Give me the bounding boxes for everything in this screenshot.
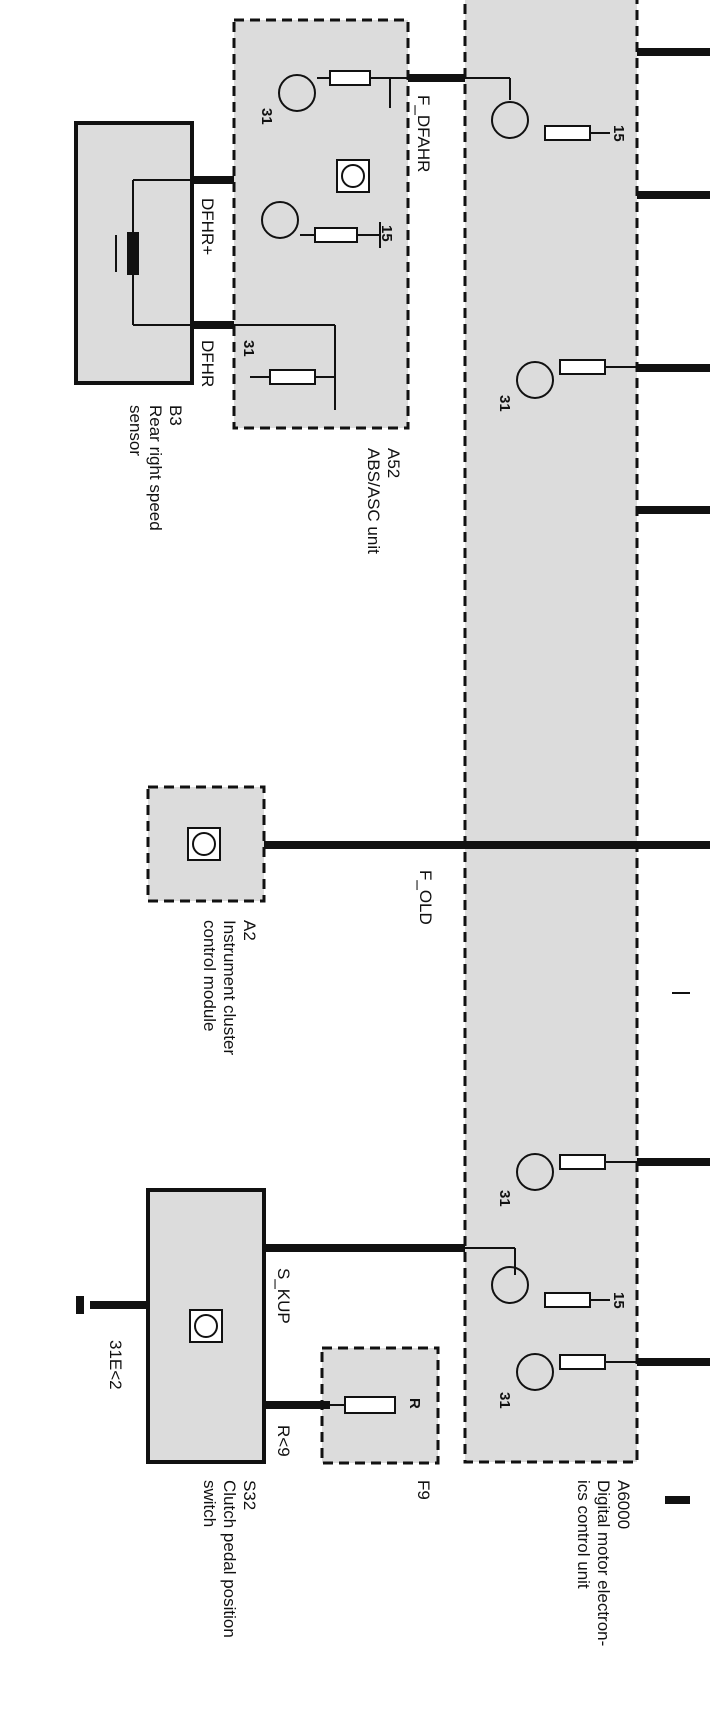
signal-r9: R<9: [274, 1425, 293, 1457]
a52-box: [232, 18, 410, 430]
a2-name-1: Instrument cluster: [220, 920, 239, 1055]
a2-icon: [187, 827, 221, 861]
f9-ref: F9: [414, 1480, 433, 1500]
a6000-name-1: Digital motor electron-: [594, 1480, 613, 1646]
transistor-a6000-2: [516, 359, 637, 399]
signal-dfhr: DFHR: [198, 340, 217, 387]
transistor-a52-top: [278, 70, 408, 112]
transistor-a6000-5: [516, 1353, 637, 1391]
a6000-box: [463, 0, 639, 1464]
b3-ref: B3: [166, 405, 185, 426]
a52-icon: [336, 159, 370, 193]
f9-pin-r: R: [406, 1398, 423, 1409]
a52-ref: A52: [384, 448, 403, 478]
transistor-a6000-3: [516, 1153, 637, 1191]
signal-f-dfahr: F_DFAHR: [414, 95, 433, 172]
s32-icon: [189, 1309, 223, 1343]
b3-name-2: sensor: [126, 405, 145, 456]
signal-dfhr-plus: DFHR+: [198, 198, 217, 255]
s32-name-1: Clutch pedal position: [220, 1480, 239, 1638]
s32-ref: S32: [240, 1480, 259, 1510]
a6000-ref: A6000: [614, 1480, 633, 1529]
pin-31-a6000-3: 31: [496, 1190, 513, 1207]
a2-ref: A2: [240, 920, 259, 941]
transistor-a6000-1: [491, 101, 610, 141]
pin-31-a6000-5: 31: [496, 1392, 513, 1409]
pin-15-a6000-1: 15: [610, 125, 627, 142]
transistor-a6000-4: [491, 1266, 610, 1308]
pin-31-a52-top: 31: [258, 108, 275, 125]
signal-s-kup: S_KUP: [274, 1268, 293, 1324]
s32-name-2: switch: [200, 1480, 219, 1527]
a6000-name-2: ics control unit: [574, 1480, 593, 1589]
transistor-a52-mid: [261, 201, 381, 248]
a52-name: ABS/ASC unit: [364, 448, 383, 554]
ground-31e: 31E<2: [106, 1340, 125, 1390]
pin-31-a52-bottom: 31: [240, 340, 257, 357]
transistor-a52-bottom: [192, 324, 336, 410]
signal-f-old: F_OLD: [416, 870, 435, 925]
pin-15-a52: 15: [378, 225, 395, 242]
pin-31-a6000-2: 31: [496, 395, 513, 412]
pin-15-a6000-4: 15: [610, 1292, 627, 1309]
a2-name-2: control module: [200, 920, 219, 1032]
b3-name-1: Rear right speed: [146, 405, 165, 531]
